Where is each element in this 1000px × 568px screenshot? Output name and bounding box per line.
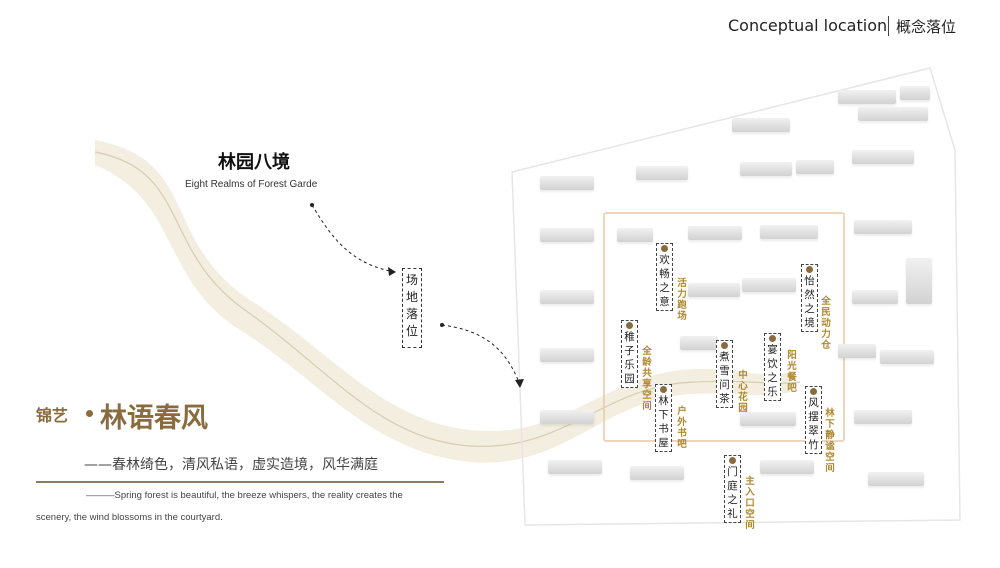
leaf-icon bbox=[660, 386, 667, 393]
header-divider bbox=[888, 16, 889, 36]
header-title-en: Conceptual location bbox=[728, 16, 888, 35]
bullet-dot bbox=[86, 410, 93, 417]
building bbox=[630, 466, 684, 480]
building bbox=[854, 220, 912, 234]
leaf-icon bbox=[661, 245, 668, 252]
realm-box-label: 林下书屋 bbox=[658, 395, 669, 449]
building bbox=[548, 460, 602, 474]
realm-box: 风摆翠竹 bbox=[805, 386, 822, 454]
building bbox=[760, 225, 818, 239]
realm-box: 煮雪问茶 bbox=[716, 340, 733, 408]
building bbox=[742, 278, 796, 292]
realm-box: 门庭之礼 bbox=[724, 455, 741, 523]
realms-title-cn: 林园八境 bbox=[218, 152, 290, 173]
building bbox=[868, 472, 924, 486]
realm-box-label: 稚子乐园 bbox=[624, 331, 635, 385]
realm-box-label: 宴饮之乐 bbox=[767, 344, 778, 398]
building bbox=[880, 350, 934, 364]
realm-box-label: 怡然之境 bbox=[804, 275, 815, 329]
building bbox=[796, 160, 834, 174]
realm-box-label: 欢畅之意 bbox=[659, 254, 670, 308]
building bbox=[900, 86, 930, 100]
realm-box: 宴饮之乐 bbox=[764, 333, 781, 401]
building bbox=[852, 150, 914, 164]
arrow-site-to-map bbox=[441, 324, 521, 386]
theme-title: 林语春风 bbox=[100, 403, 208, 434]
feature-label: 全民动力仓 bbox=[821, 296, 831, 351]
building bbox=[852, 290, 898, 304]
header-title-cn: 概念落位 bbox=[896, 18, 957, 36]
leaf-icon bbox=[729, 457, 736, 464]
building bbox=[854, 410, 912, 424]
building bbox=[838, 344, 876, 358]
leaf-icon bbox=[769, 335, 776, 342]
building bbox=[732, 118, 790, 132]
feature-label: 中心花园 bbox=[738, 370, 748, 414]
building bbox=[540, 410, 594, 424]
realm-box: 欢畅之意 bbox=[656, 243, 673, 311]
feature-label: 林下静谧空间 bbox=[825, 408, 835, 474]
building bbox=[688, 283, 740, 297]
feature-label: 全龄共享空间 bbox=[642, 346, 652, 412]
realms-title-en: Eight Realms of Forest Garde bbox=[185, 179, 318, 190]
building bbox=[740, 162, 792, 176]
leaf-icon bbox=[806, 266, 813, 273]
building bbox=[636, 166, 688, 180]
realm-box: 怡然之境 bbox=[801, 264, 818, 332]
building bbox=[740, 412, 796, 426]
leaf-icon bbox=[810, 388, 817, 395]
building bbox=[680, 336, 718, 350]
site-outline bbox=[511, 67, 961, 526]
arrow-realms-to-site bbox=[311, 204, 397, 273]
divider-rule bbox=[36, 481, 444, 483]
slogan-en-line-1: ———Spring forest is beautiful, the breez… bbox=[86, 490, 403, 501]
realm-box-label: 煮雪问茶 bbox=[719, 351, 730, 405]
building bbox=[858, 107, 928, 121]
realm-box-label: 门庭之礼 bbox=[727, 466, 738, 520]
building bbox=[617, 228, 653, 242]
building bbox=[688, 226, 742, 240]
leaf-icon bbox=[626, 322, 633, 329]
building bbox=[760, 460, 814, 474]
feature-label: 户外书吧 bbox=[677, 406, 687, 450]
building bbox=[540, 290, 594, 304]
site-location-label: 场地落位 bbox=[402, 268, 422, 348]
realm-box-label: 风摆翠竹 bbox=[808, 397, 819, 451]
feature-label: 主入口空间 bbox=[745, 476, 755, 531]
building bbox=[540, 176, 594, 190]
central-frame bbox=[603, 212, 845, 442]
brand-name: 锦艺 bbox=[36, 406, 69, 425]
building bbox=[540, 348, 594, 362]
realm-box: 稚子乐园 bbox=[621, 320, 638, 388]
feature-label: 阳光餐吧 bbox=[787, 350, 797, 394]
theme-slogan: ——春林绮色，清风私语，虚实造境，风华满庭 bbox=[84, 457, 378, 473]
feature-label: 活力跑场 bbox=[677, 278, 687, 322]
realm-box: 林下书屋 bbox=[655, 384, 672, 452]
building bbox=[838, 90, 896, 104]
building bbox=[540, 228, 594, 242]
building bbox=[906, 258, 932, 304]
flowing-path-line bbox=[94, 151, 801, 447]
slogan-en-line-2: scenery, the wind blossoms in the courty… bbox=[36, 512, 223, 523]
leaf-icon bbox=[721, 342, 728, 349]
